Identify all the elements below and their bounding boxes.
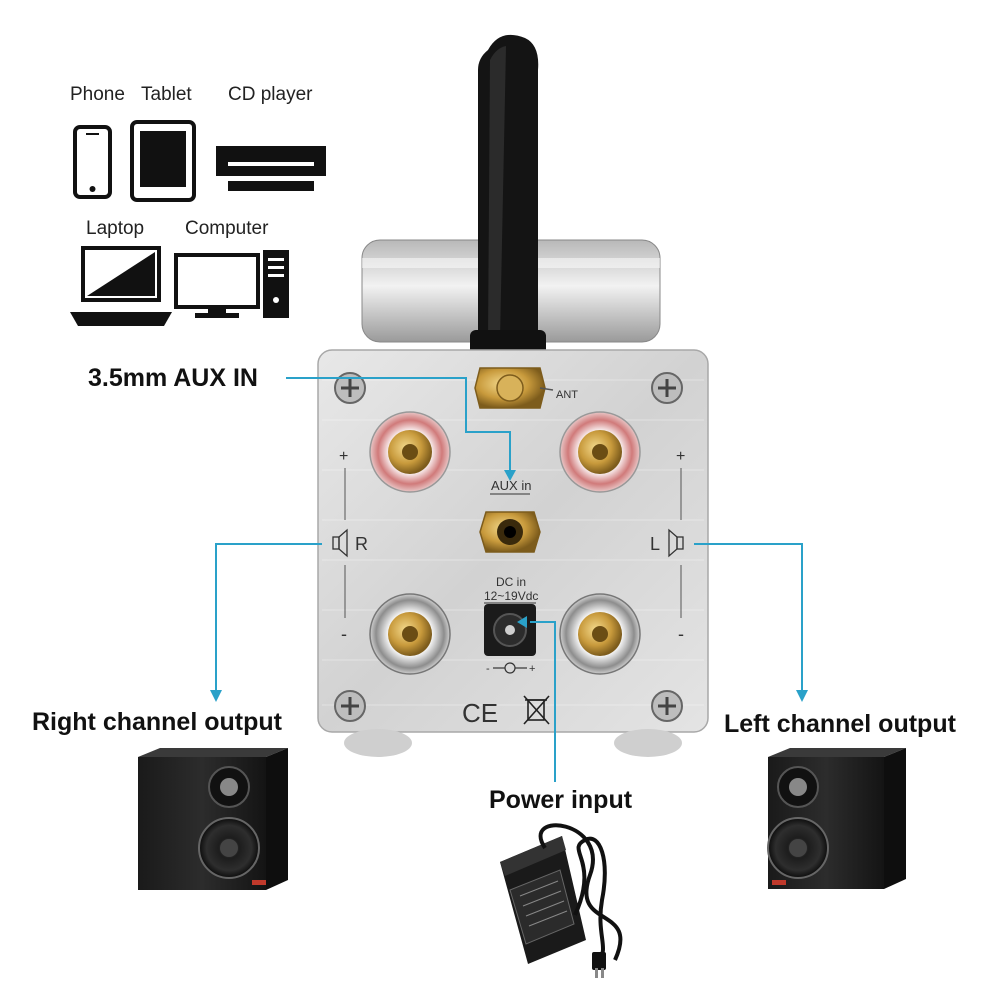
left-speaker-symbol-icon bbox=[668, 528, 684, 558]
cd-player-icon bbox=[216, 146, 326, 191]
antenna-label: ANT bbox=[556, 389, 578, 401]
power-adapter bbox=[500, 823, 623, 978]
right-plus-label: + bbox=[339, 448, 348, 465]
right-channel-label: R bbox=[355, 534, 368, 554]
right-positive-binding-post bbox=[369, 411, 451, 493]
power-input-callout: Power input bbox=[489, 786, 633, 814]
laptop-icon bbox=[70, 246, 172, 326]
aux-port-label: AUX in bbox=[491, 478, 531, 493]
tablet-icon bbox=[130, 120, 196, 202]
tablet-label: Tablet bbox=[141, 84, 192, 105]
leader-arrowheads bbox=[210, 470, 808, 702]
svg-text:-: - bbox=[486, 663, 490, 675]
left-plus-label: + bbox=[676, 448, 685, 465]
weee-bin-icon bbox=[523, 695, 550, 725]
left-negative-binding-post bbox=[559, 593, 641, 675]
computer-icon bbox=[174, 250, 289, 318]
screw-top-left bbox=[334, 372, 366, 404]
phone-label: Phone bbox=[70, 84, 125, 105]
screw-bottom-right bbox=[651, 690, 683, 722]
screw-bottom-left bbox=[334, 690, 366, 722]
left-minus-label: - bbox=[678, 624, 684, 644]
left-speaker bbox=[767, 748, 906, 889]
screw-top-right bbox=[651, 372, 683, 404]
ce-mark: CE bbox=[462, 698, 498, 728]
phone-icon bbox=[73, 125, 112, 199]
polarity-symbol: + - bbox=[486, 662, 535, 675]
right-speaker-symbol-icon bbox=[332, 528, 348, 558]
antenna bbox=[470, 34, 546, 360]
dc-power-jack bbox=[484, 604, 536, 656]
dc-range-label: 12~19Vdc bbox=[484, 589, 538, 603]
antenna-connector bbox=[474, 367, 554, 409]
right-negative-binding-post bbox=[369, 593, 451, 675]
dc-in-label: DC in bbox=[496, 575, 526, 589]
aux-in-jack bbox=[479, 511, 541, 553]
svg-text:+: + bbox=[529, 663, 535, 675]
laptop-label: Laptop bbox=[86, 218, 145, 239]
computer-label: Computer bbox=[185, 218, 269, 239]
cd-player-label: CD player bbox=[228, 84, 313, 105]
right-minus-label: - bbox=[341, 624, 347, 644]
aux-in-callout: 3.5mm AUX IN bbox=[88, 364, 258, 392]
left-channel-callout: Left channel output bbox=[724, 710, 956, 738]
right-channel-callout: Right channel output bbox=[32, 708, 282, 736]
leader-lines bbox=[215, 377, 803, 782]
left-channel-label: L bbox=[650, 534, 660, 554]
left-positive-binding-post bbox=[559, 411, 641, 493]
right-speaker bbox=[138, 748, 288, 890]
